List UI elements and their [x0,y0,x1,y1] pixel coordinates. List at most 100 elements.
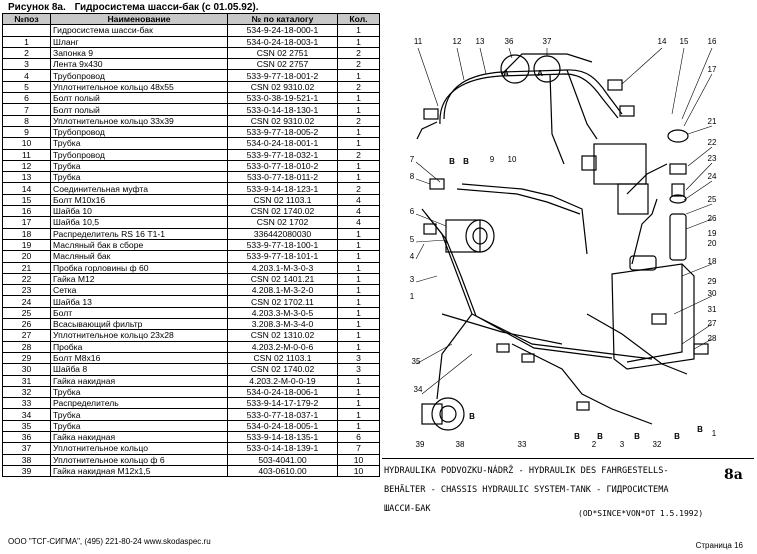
parts-table: №поз Наименование № по каталогу Кол. Гид… [2,12,380,478]
cell-name: Болт М8х16 [50,351,228,365]
cell-catalog: 533-9-14-17-179-2 [227,397,338,410]
cell-qty: 4 [337,193,380,207]
cell-name: Трубка [50,137,228,150]
callout-label: 30 [708,289,717,298]
cell-position: 29 [2,351,51,365]
cell-position: 5 [2,80,51,94]
cell-qty: 1 [337,92,380,105]
cell-catalog: CSN 02 1401.21 [227,272,338,286]
caption-line-1: HYDRAULIKA PODVOZKU-NÁDRŽ - HYDRAULIK DE… [384,466,669,476]
cell-catalog: CSN 02 1103.1 [227,193,338,207]
cell-position: 14 [2,182,51,195]
cell-catalog: 503-4041.00 [227,453,338,466]
cell-name: Пробка [50,340,228,353]
cell-catalog: CSN 02 1702 [227,216,338,229]
cell-qty: 1 [337,295,380,308]
callout-label: 29 [708,277,717,286]
cell-name: Уплотнительное кольцо 33х39 [50,114,228,127]
cell-name: Трубка [50,385,228,399]
callout-label: 38 [456,440,465,449]
cell-name: Гайка накидная М12х1,5 [50,464,228,478]
cell-catalog: 4.203.2-М-0-0-6 [227,340,338,353]
caption-figure-number: 8a [724,467,743,483]
callout-label: 7 [410,155,415,164]
cell-name: Уплотнительное кольцо [50,442,228,455]
detail-marker: B [634,432,640,441]
cell-catalog: 533-0-77-18-010-2 [227,159,338,173]
column-header-position: №поз [2,12,51,26]
cell-qty: 4 [337,216,380,229]
cell-catalog: CSN 02 1103.1 [227,351,338,365]
cell-position: 11 [2,148,51,161]
cell-position: 17 [2,216,51,229]
caption-line-2: BEHÄLTER - CHASSIS HYDRAULIC SYSTEM-TANK… [384,485,669,495]
cell-qty: 1 [337,35,380,48]
cell-qty: 1 [337,250,380,263]
cell-name: Масляный бак в сборе [50,238,228,252]
cell-name: Шайба 10 [50,205,228,218]
cell-name: Уплотнительное кольцо 48х55 [50,80,228,94]
detail-marker: B [463,157,469,166]
cell-position: 3 [2,58,51,71]
cell-name: Всасывающий фильтр [50,318,228,331]
callout-label: 26 [708,214,717,223]
callout-label: 23 [708,154,717,163]
cell-name: Болт полый [50,92,228,105]
detail-marker: B [574,432,580,441]
cell-qty: 1 [337,329,380,342]
cell-position: 32 [2,385,51,399]
cell-qty: 1 [337,272,380,286]
cell-catalog: 533-9-77-18-001-2 [227,69,338,82]
cell-qty: 2 [337,46,380,60]
cell-catalog: 533-0-14-18-130-1 [227,103,338,116]
cell-catalog: CSN 02 1740.02 [227,205,338,218]
cell-name: Уплотнительное кольцо 23х28 [50,329,228,342]
cell-name: Масляный бак [50,250,228,263]
cell-position: 13 [2,171,51,184]
cell-catalog: CSN 02 2757 [227,58,338,71]
cell-position: 37 [2,442,51,455]
column-header-qty: Кол. [337,12,380,26]
callout-label: 4 [410,252,415,261]
callout-label: 8 [410,172,415,181]
cell-name: Соединительная муфта [50,182,228,195]
cell-name: Распределитель RS 16 Т1-1 [50,227,228,240]
cell-position: 36 [2,430,51,444]
cell-qty: 2 [337,114,380,127]
cell-qty: 2 [337,80,380,94]
cell-position: 12 [2,159,51,173]
cell-position: 34 [2,408,51,421]
detail-marker: A [503,69,509,78]
callout-label: 37 [543,37,552,46]
cell-catalog: 4.208.1-М-3-2-0 [227,284,338,297]
cell-name: Запонка 9 [50,46,228,60]
cell-position: 18 [2,227,51,240]
cell-name: Шланг [50,35,228,48]
table-header-row: №поз Наименование № по каталогу Кол. [2,12,380,26]
cell-catalog: 4.203.3-М-3-0-5 [227,306,338,320]
callout-label: 14 [658,37,667,46]
callout-label: 28 [708,334,717,343]
callout-label: 21 [708,117,717,126]
cell-position: 9 [2,125,51,139]
cell-name: Трубка [50,419,228,432]
callout-label: 33 [518,440,527,449]
